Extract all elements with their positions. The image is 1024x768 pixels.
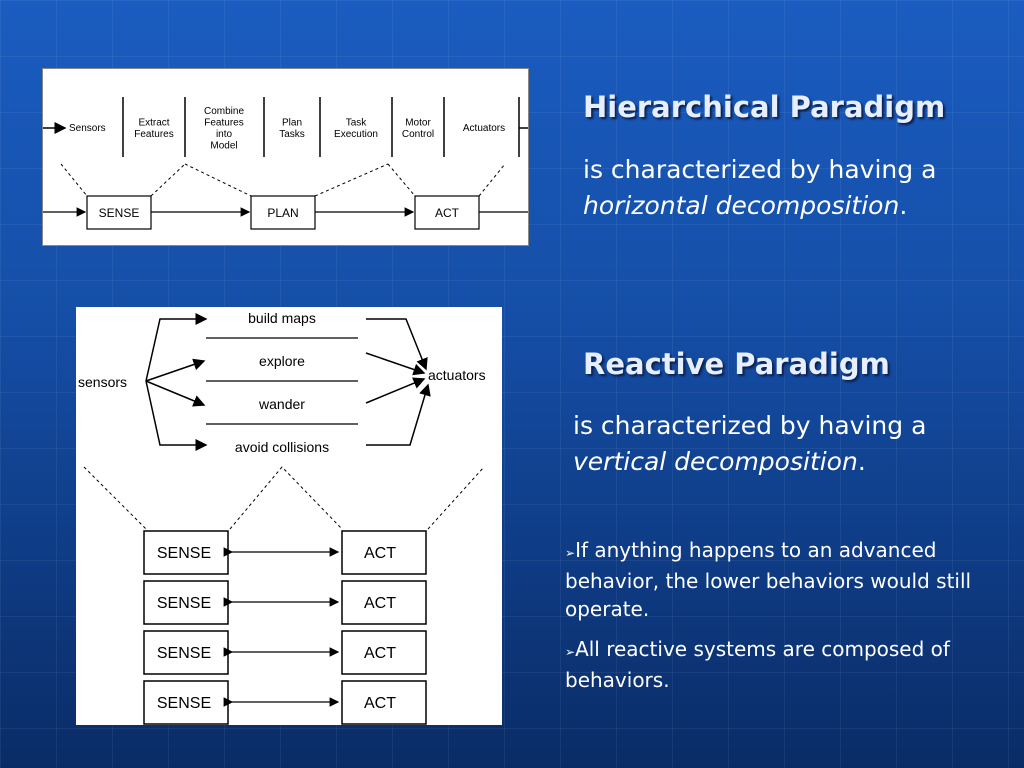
bullet-arrow-icon: ➢: [565, 546, 576, 560]
behavior-wander: wander: [258, 396, 305, 412]
hierarchical-desc-emph: horizontal decomposition: [583, 191, 900, 220]
reactive-desc-prefix: is characterized by having a: [573, 411, 927, 440]
hier-box-plan: PLAN: [267, 206, 298, 220]
reactive-sensors-label: sensors: [78, 374, 127, 390]
reactive-description: is characterized by having a vertical de…: [573, 408, 1003, 480]
hier-box-act: ACT: [435, 206, 460, 220]
sense-label: SENSE: [157, 695, 211, 712]
act-box: [341, 680, 427, 725]
reactive-heading: Reactive Paradigm: [583, 347, 890, 381]
bullet-text: If anything happens to an advanced behav…: [565, 538, 972, 621]
behavior-build-maps: build maps: [248, 310, 316, 326]
sense-box: [143, 630, 229, 675]
sense-label: SENSE: [157, 595, 211, 612]
bullet-text: All reactive systems are composed of beh…: [565, 637, 950, 692]
behavior-explore: explore: [259, 353, 305, 369]
act-label: ACT: [364, 645, 396, 662]
act-box: [341, 530, 427, 575]
sense-box: [143, 680, 229, 725]
reactive-desc-emph: vertical decomposition: [573, 447, 858, 476]
reactive-actuators-label: actuators: [428, 367, 486, 383]
act-label: ACT: [364, 695, 396, 712]
reactive-desc-suffix: .: [857, 447, 866, 476]
act-box: [341, 580, 427, 625]
bullet-item: ➢If anything happens to an advanced beha…: [565, 536, 1015, 623]
bullet-item: ➢All reactive systems are composed of be…: [565, 635, 1015, 694]
bullet-list: ➢If anything happens to an advanced beha…: [565, 536, 1015, 706]
hier-box-sense: SENSE: [99, 206, 140, 220]
sense-label: SENSE: [157, 645, 211, 662]
bullet-arrow-icon: ➢: [565, 645, 576, 659]
hierarchical-desc-suffix: .: [899, 191, 908, 220]
sense-box: [143, 580, 229, 625]
act-label: ACT: [364, 545, 396, 562]
hier-top-label: Actuators: [463, 123, 505, 134]
sense-label: SENSE: [157, 545, 211, 562]
act-label: ACT: [364, 595, 396, 612]
hier-top-label: Sensors: [69, 123, 106, 134]
behavior-avoid-collisions: avoid collisions: [235, 439, 329, 455]
hierarchical-description: is characterized by having a horizontal …: [583, 152, 1003, 224]
reactive-diagram: sensors actuators build maps explore wan…: [76, 307, 502, 725]
hierarchical-desc-prefix: is characterized by having a: [583, 155, 937, 184]
sense-box: [143, 530, 229, 575]
hierarchical-heading: Hierarchical Paradigm: [583, 90, 946, 124]
act-box: [341, 630, 427, 675]
